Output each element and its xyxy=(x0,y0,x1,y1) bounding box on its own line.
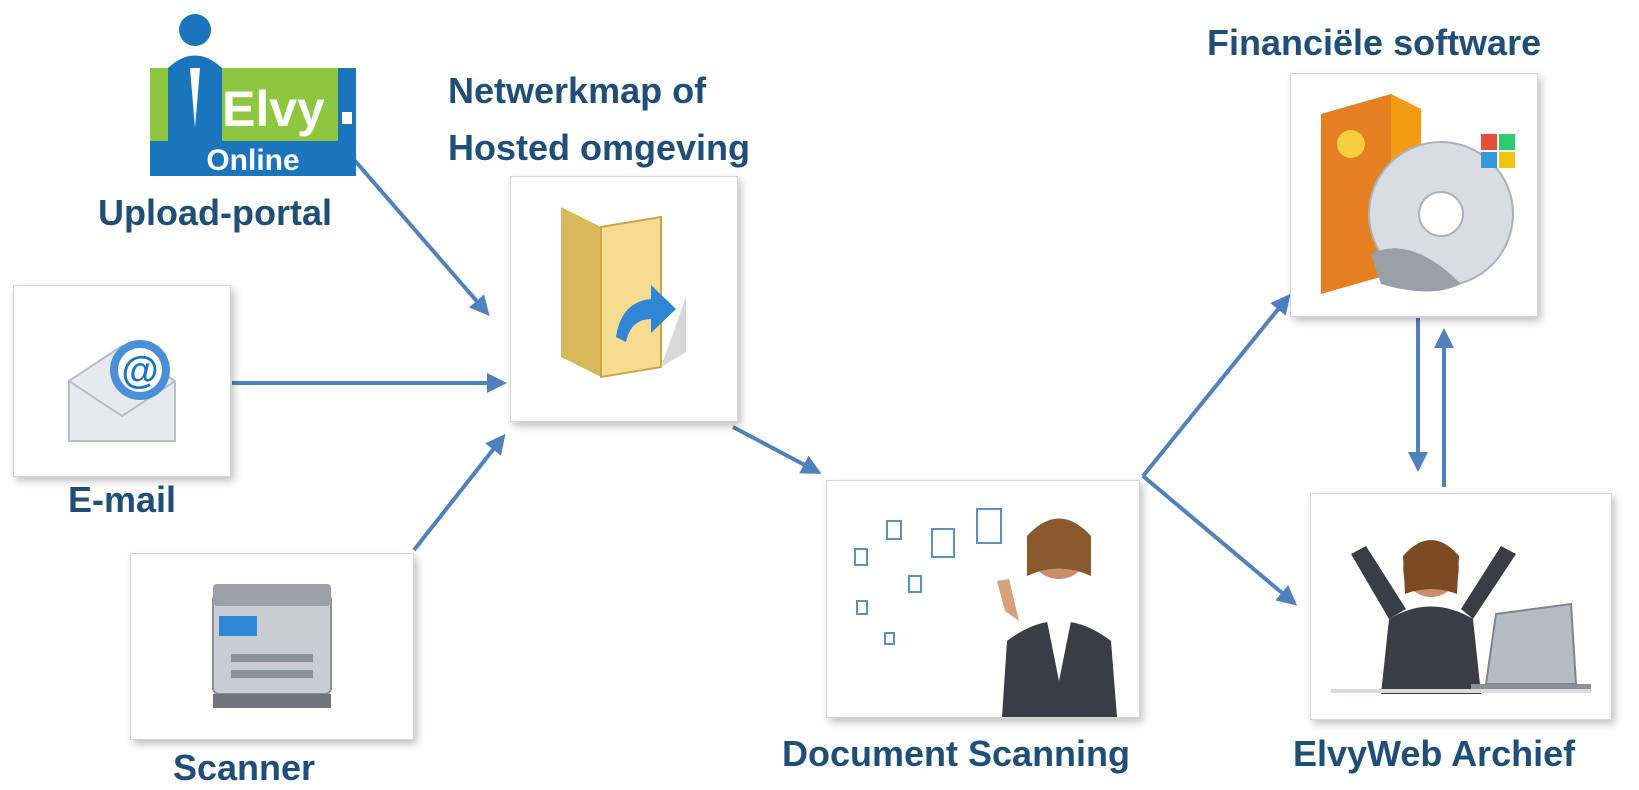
label-netwerkmap-line2: Hosted omgeving xyxy=(448,127,751,168)
label-netwerkmap-line1: Netwerkmap of xyxy=(448,70,707,111)
arrow-folder-to-scanning xyxy=(732,425,822,474)
label-upload-portal: Upload-portal xyxy=(98,192,332,233)
label-document-scanning: Document Scanning xyxy=(782,733,1131,774)
arrow-scanning-to-archief xyxy=(1141,474,1298,606)
elvy-online-logo: Elvy Online xyxy=(150,8,356,177)
folder-card xyxy=(510,176,738,422)
logo-sub-text: Online xyxy=(206,144,299,176)
label-elvyweb-archief: ElvyWeb Archief xyxy=(1293,733,1576,774)
email-card: @ xyxy=(13,285,231,477)
label-scanner: Scanner xyxy=(173,747,316,788)
scanner-card xyxy=(130,553,414,740)
scanner-icon xyxy=(212,584,332,708)
document-scanning-icon xyxy=(854,508,1117,717)
label-financiele-software: Financiële software xyxy=(1207,22,1542,63)
email-icon: @ xyxy=(68,340,176,442)
software-card xyxy=(1290,73,1538,317)
logo-brand-text: Elvy xyxy=(222,81,325,137)
document-scanning-card xyxy=(826,480,1140,718)
software-box-icon xyxy=(1321,94,1515,294)
arrow-upload-to-folder xyxy=(348,153,490,317)
label-email: E-mail xyxy=(68,479,177,520)
arrow-scanner-to-folder xyxy=(412,433,506,552)
archief-icon xyxy=(1331,540,1591,694)
archief-card xyxy=(1310,493,1612,720)
svg-text:@: @ xyxy=(121,350,158,392)
arrow-scanning-to-software xyxy=(1141,293,1291,478)
folder-icon xyxy=(561,207,686,379)
